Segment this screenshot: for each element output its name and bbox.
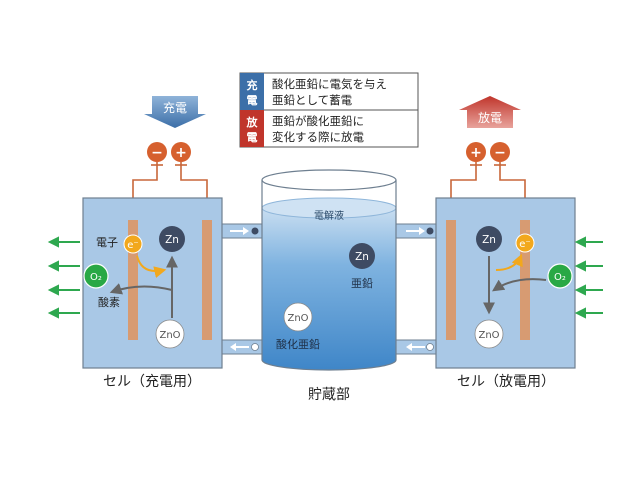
legend-discharge-line1: 亜鉛が酸化亜鉛に [272, 114, 364, 128]
flow-particle [426, 343, 434, 351]
svg-text:−: − [151, 145, 163, 161]
storage-tank: 電解液 Zn 亜鉛 ZnO 酸化亜鉛 [261, 169, 397, 371]
legend-charge-line2: 亜鉛として蓄電 [272, 93, 353, 107]
left-oxygen [83, 263, 109, 289]
svg-text:ZnO: ZnO [159, 330, 180, 341]
right-electrode-positive [446, 220, 456, 340]
svg-text:Zn: Zn [482, 234, 496, 246]
legend-box: 充 電 放 電 酸化亜鉛に電気を与え 亜鉛として蓄電 亜鉛が酸化亜鉛に 変化する… [239, 72, 419, 148]
left-electrode-positive [202, 220, 212, 340]
svg-text:+: + [175, 145, 187, 161]
left-cell: e⁻ 電子 Zn ZnO O₂ 酸素 [47, 197, 223, 369]
svg-text:ZnO: ZnO [478, 330, 499, 341]
storage-zn-label: 亜鉛 [351, 276, 373, 290]
storage-zno-label: 酸化亜鉛 [276, 337, 320, 351]
storage-zno [283, 302, 313, 332]
right-cell-caption: セル（放電用） [457, 374, 555, 390]
right-cell: Zn e⁻ ZnO O₂ [435, 197, 603, 369]
legend-discharge-line2: 変化する際に放電 [272, 130, 364, 144]
legend-discharge-tag-1: 放 [246, 115, 259, 129]
flow-particle [426, 227, 434, 235]
left-terminal-minus [147, 142, 167, 162]
left-zno [155, 319, 185, 349]
right-electron [515, 233, 535, 253]
right-terminal-minus [490, 142, 510, 162]
right-terminal-plus [466, 142, 486, 162]
charge-arrow: 充電 [144, 96, 206, 128]
legend-charge-line1: 酸化亜鉛に電気を与え [272, 77, 387, 91]
svg-text:O₂: O₂ [554, 272, 566, 283]
left-terminal-plus [171, 142, 191, 162]
legend-charge-tag-bg [240, 73, 264, 110]
charge-arrow-label: 充電 [163, 100, 187, 115]
right-wiring: + − [450, 142, 526, 224]
right-oxygen [547, 263, 573, 289]
legend-discharge-tag-2: 電 [247, 131, 258, 144]
electrolyte-label: 電解液 [314, 209, 344, 222]
discharge-arrow: 放電 [459, 96, 521, 128]
left-electron-label: 電子 [96, 236, 118, 249]
legend-charge-tag-1: 充 [247, 78, 258, 92]
svg-text:ZnO: ZnO [287, 313, 308, 324]
svg-text:Zn: Zn [355, 251, 369, 263]
legend-discharge-tag-bg [240, 110, 264, 147]
right-zn [476, 226, 502, 252]
svg-text:+: + [470, 145, 482, 161]
left-oxygen-label: 酸素 [98, 295, 120, 309]
legend-charge-tag-2: 電 [247, 94, 258, 107]
left-cell-caption: セル（充電用） [103, 374, 201, 390]
right-zno [474, 319, 504, 349]
svg-text:O₂: O₂ [90, 272, 102, 283]
pipes [221, 223, 437, 355]
flow-particle [251, 343, 259, 351]
right-air-arrows [574, 236, 603, 319]
flow-particle [251, 227, 259, 235]
svg-text:e⁻: e⁻ [519, 239, 530, 250]
storage-caption: 貯蔵部 [308, 387, 350, 403]
svg-text:−: − [494, 145, 506, 161]
left-air-arrows [47, 236, 80, 319]
svg-text:Zn: Zn [165, 234, 179, 246]
left-electron [123, 234, 143, 254]
discharge-arrow-label: 放電 [478, 110, 502, 125]
left-electrode-negative [128, 220, 138, 340]
svg-text:e⁻: e⁻ [127, 240, 138, 251]
left-zn [159, 226, 185, 252]
storage-zn [349, 243, 375, 269]
